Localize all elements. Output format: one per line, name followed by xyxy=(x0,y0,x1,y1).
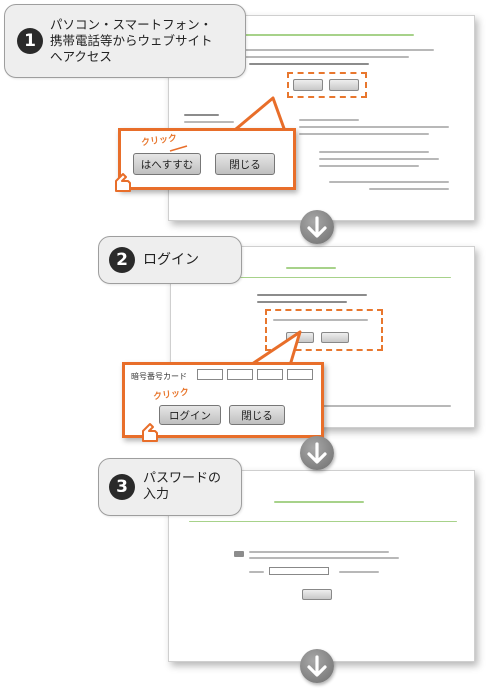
down-arrow-icon xyxy=(300,210,334,244)
step-number: 1 xyxy=(17,28,43,54)
card-field-3[interactable] xyxy=(257,369,283,380)
cursor-hand-icon xyxy=(142,423,158,442)
card-number-label: 暗号番号カード xyxy=(131,372,187,381)
proceed-button[interactable]: はへすすむ xyxy=(133,153,201,175)
step-number: 3 xyxy=(109,474,135,500)
login-button[interactable]: ログイン xyxy=(159,405,221,425)
step-3-text-line1: パスワードの xyxy=(143,471,222,486)
step-2-bubble: 2 ログイン xyxy=(98,236,242,284)
step-2-text: ログイン xyxy=(143,252,199,268)
step-3-text-line2: 入力 xyxy=(143,487,170,502)
card-field-1[interactable] xyxy=(197,369,223,380)
step-1-bubble: 1 パソコン・スマートフォン・ 携帯電話等からウェブサイト へアクセス xyxy=(4,4,246,78)
step-number: 2 xyxy=(109,247,135,273)
cursor-hand-icon xyxy=(115,173,131,192)
step-1-text-line3: へアクセス xyxy=(50,49,112,64)
click-label: クリック xyxy=(152,387,190,403)
highlight-box xyxy=(265,309,383,351)
close-button[interactable]: 閉じる xyxy=(229,405,285,425)
down-arrow-icon xyxy=(300,649,334,683)
down-arrow-icon xyxy=(300,436,334,470)
card-field-4[interactable] xyxy=(287,369,313,380)
highlight-box xyxy=(287,72,367,98)
callout-1: クリック はへすすむ 閉じる xyxy=(118,128,296,190)
step-1-text-line2: 携帯電話等からウェブサイト xyxy=(50,33,213,48)
close-button[interactable]: 閉じる xyxy=(215,153,275,175)
step-1-text-line1: パソコン・スマートフォン・ xyxy=(50,17,213,32)
card-field-2[interactable] xyxy=(227,369,253,380)
step-3-bubble: 3 パスワードの 入力 xyxy=(98,458,242,516)
callout-2: 暗号番号カード クリック ログイン 閉じる xyxy=(122,362,324,438)
